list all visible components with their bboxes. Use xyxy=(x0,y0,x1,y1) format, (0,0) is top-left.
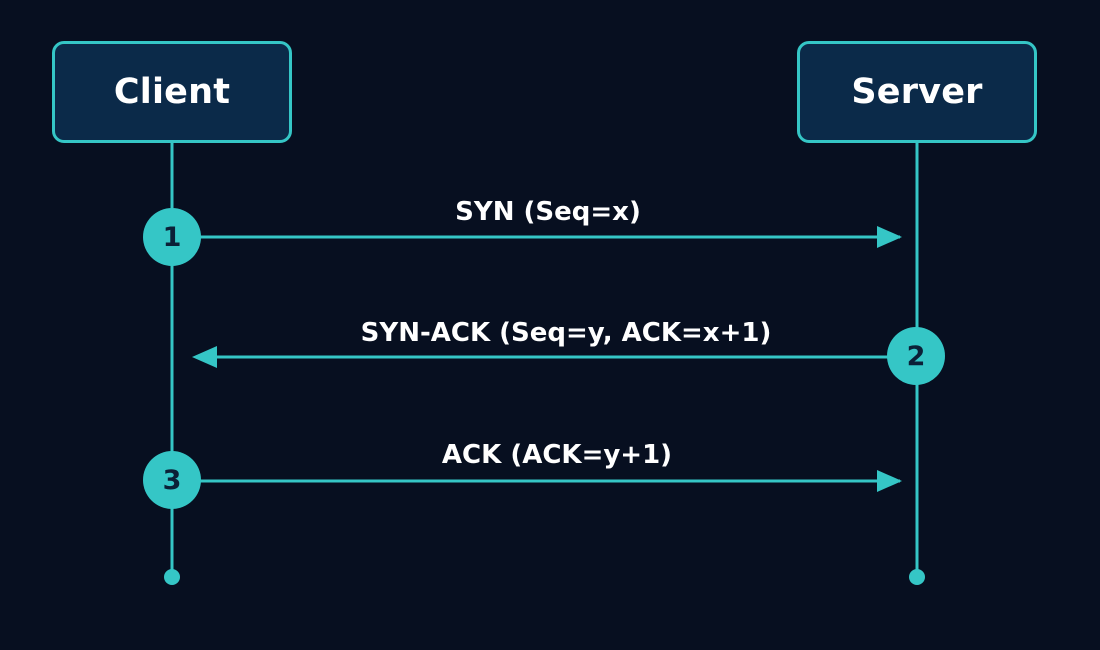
step-3-badge: 3 xyxy=(143,451,201,509)
client-label: Client xyxy=(113,72,231,112)
syn-ack-arrowhead-icon xyxy=(192,346,217,368)
ack-message-label: ACK (ACK=y+1) xyxy=(441,440,673,470)
server-label: Server xyxy=(851,72,983,112)
step-1-badge: 1 xyxy=(143,208,201,266)
step-2-number: 2 xyxy=(906,340,926,372)
server-participant-box: Server xyxy=(797,41,1037,143)
syn-ack-message-label: SYN-ACK (Seq=y, ACK=x+1) xyxy=(360,318,772,348)
syn-message-label: SYN (Seq=x) xyxy=(455,197,641,227)
step-1-number: 1 xyxy=(162,221,182,253)
ack-arrowhead-icon xyxy=(877,470,902,492)
step-2-badge: 2 xyxy=(887,327,945,385)
client-participant-box: Client xyxy=(52,41,292,143)
client-lifeline-end-dot xyxy=(164,569,180,585)
syn-arrowhead-icon xyxy=(877,226,902,248)
server-lifeline-end-dot xyxy=(909,569,925,585)
step-3-number: 3 xyxy=(162,464,182,496)
